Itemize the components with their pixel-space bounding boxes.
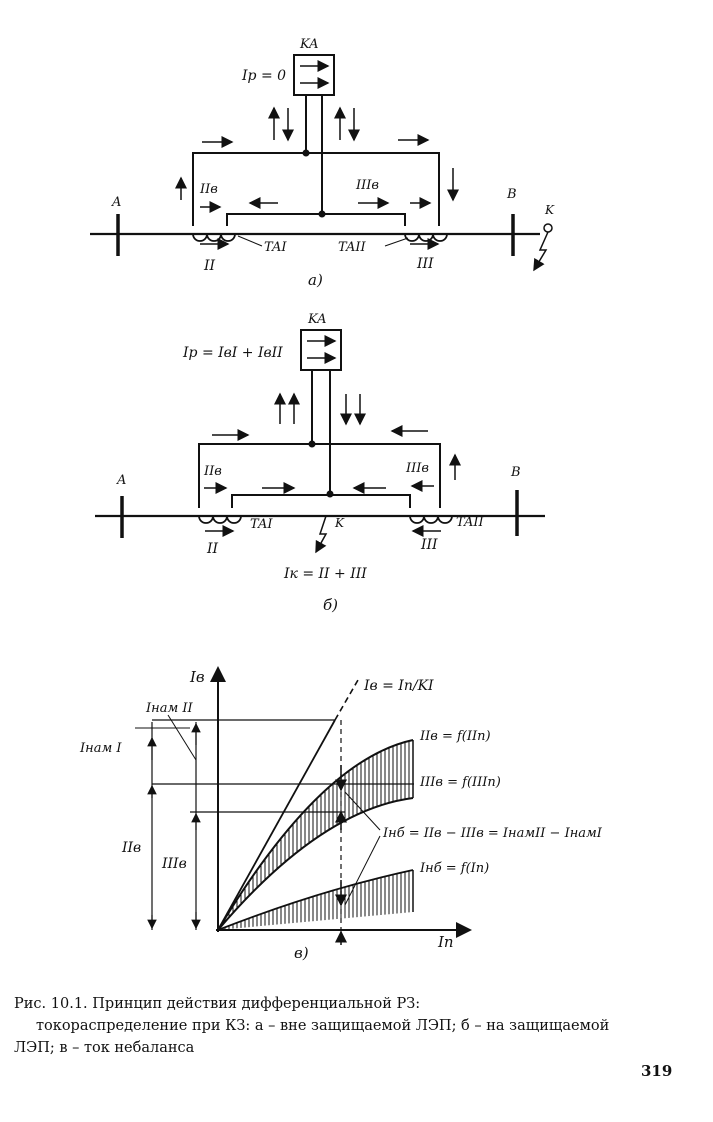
panel-a-secondary-current-1: IIв [199,182,218,197]
panel-c-x-axis-label: Iп [437,933,454,951]
panel-c-curve-2-label: IIIв = f(IIIп) [419,775,501,790]
panel-a-primary-1: II [203,258,216,274]
panel-a-bus-b: B [506,187,517,202]
panel-c-magnetizing-2-label: Iнам II [145,701,193,716]
caption-line-1: Рис. 10.1. Принцип действия дифференциал… [14,996,421,1012]
panel-b-secondary-current-1: IIв [203,464,222,479]
panel-b-ct2-label: TAII [456,515,484,530]
panel-b-relay-current: Iр = IвI + IвII [182,345,283,361]
panel-b-primary-1: II [206,541,219,557]
panel-c-curve-1-label: IIв = f(IIп) [419,729,491,744]
panel-a-primary-2: III [416,256,434,272]
panel-c-graph [135,666,472,945]
caption-line-2: токораспределение при КЗ: а – вне защища… [36,1018,610,1034]
panel-b-secondary-current-2: IIIв [405,461,429,476]
panel-b-relay-label: KA [307,312,327,327]
panel-b-bus-b: B [510,465,521,480]
panel-a-secondary-current-2: IIIв [355,178,379,193]
panel-a-label: а) [308,271,323,289]
page-number: 319 [641,1062,673,1080]
panel-c-unbalance-equation: Iнб = IIв − IIIв = IнамII − IнамI [382,826,603,841]
panel-b-ct1-label: TAI [250,517,273,532]
panel-c-label: в) [294,944,309,962]
panel-a-relay-current: Iр = 0 [241,68,286,84]
figure-10-1: KA Iр = 0 IIв IIIв A B K TAI TAII II III… [79,37,603,962]
panel-b-bus-a: A [116,473,126,488]
panel-b-fault-current: Iк = II + III [283,566,367,582]
panel-a-diagram [90,54,553,272]
panel-b-fault-label: K [334,516,345,530]
panel-b-primary-2: III [420,537,438,553]
panel-b-diagram [95,329,545,554]
panel-c-ideal-line-label: Iв = Iп/KI [363,678,434,694]
panel-a-ct2-label: TAII [338,240,366,255]
panel-c-magnetizing-1-label: Iнам I [79,741,122,756]
relay-ka-box-b [300,329,342,371]
panel-c-dim-2-label: IIIв [161,856,187,872]
panel-b-label: б) [323,596,338,614]
panel-a-ct1-label: TAI [264,240,287,255]
relay-ka-box [293,54,335,96]
figure-caption: Рис. 10.1. Принцип действия дифференциал… [14,993,694,1059]
panel-c-unbalance-curve-label: Iнб = f(Iп) [419,861,489,876]
panel-a-bus-a: A [111,195,121,210]
panel-c-dim-1-label: IIв [121,840,141,856]
panel-a-fault-label: K [544,203,555,217]
panel-a-relay-label: KA [299,37,319,52]
panel-c-y-axis-label: Iв [189,668,205,686]
caption-line-3: ЛЭП; в – ток небаланса [14,1040,195,1056]
